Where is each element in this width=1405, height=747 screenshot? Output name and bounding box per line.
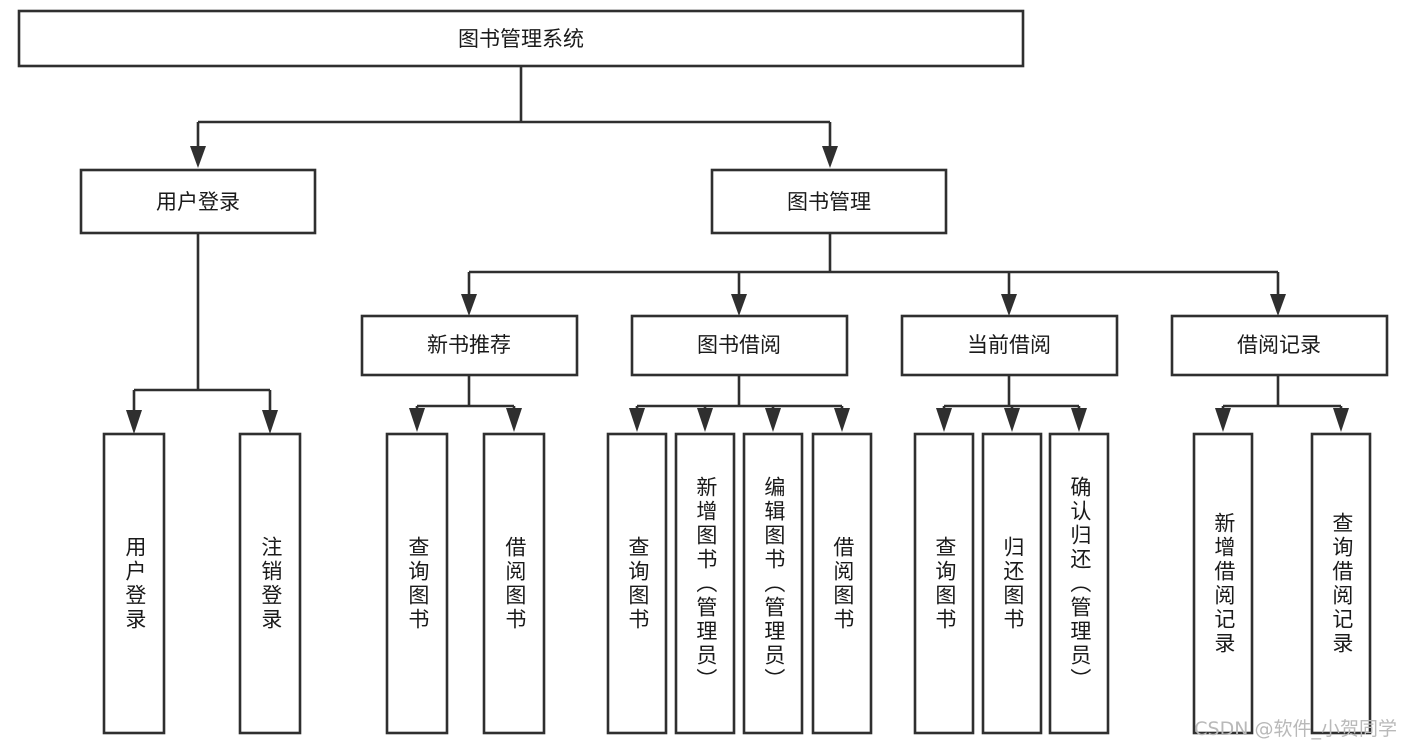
connector-group-new-book xyxy=(409,375,522,432)
node-root-label: 图书管理系统 xyxy=(458,27,584,51)
leaf-book-borrow-1[interactable] xyxy=(606,432,668,735)
leaf-new-book-1[interactable] xyxy=(385,432,449,735)
leaf-user-login-1[interactable] xyxy=(102,432,166,735)
arrow-head-ul-leaf-2 xyxy=(262,410,278,434)
node-book-borrow-label: 图书借阅 xyxy=(697,333,781,357)
node-new-book-recommend[interactable] xyxy=(360,314,579,377)
connector-group-book-borrow xyxy=(629,375,850,432)
node-new-book-recommend-label: 新书推荐 xyxy=(427,333,511,357)
leaf-book-borrow-2[interactable] xyxy=(674,432,736,735)
leaf-current-borrow-3[interactable] xyxy=(1048,432,1110,735)
leaf-current-borrow-2[interactable] xyxy=(981,432,1043,735)
leaf-book-borrow-4[interactable] xyxy=(811,432,873,735)
arrow-head-bb-leaf-2 xyxy=(697,408,713,432)
arrow-head-user-login xyxy=(190,146,206,168)
arrow-head-bb-leaf-4 xyxy=(834,408,850,432)
arrow-head-br-leaf-2 xyxy=(1333,408,1349,432)
node-book-manage[interactable] xyxy=(710,168,948,235)
leaf-borrow-records-2[interactable] xyxy=(1310,432,1372,735)
arrow-head-book-borrow xyxy=(731,294,747,316)
leaf-user-login-2[interactable] xyxy=(238,432,302,735)
watermark-text: CSDN @软件_小贺同学 xyxy=(1194,718,1397,740)
arrow-head-cb-leaf-1 xyxy=(936,408,952,432)
leaf-borrow-records-1[interactable] xyxy=(1192,432,1254,735)
node-book-manage-label: 图书管理 xyxy=(787,190,871,214)
arrow-head-nb-leaf-2 xyxy=(506,408,522,432)
node-current-borrow[interactable] xyxy=(900,314,1119,377)
connector-group-user-login xyxy=(126,233,278,434)
arrow-head-borrow-record xyxy=(1270,294,1286,316)
arrow-head-cb-leaf-2 xyxy=(1004,408,1020,432)
arrow-head-new-book xyxy=(461,294,477,316)
arrow-head-nb-leaf-1 xyxy=(409,408,425,432)
node-user-login[interactable] xyxy=(79,168,317,235)
arrow-head-bb-leaf-1 xyxy=(629,408,645,432)
node-borrow-records-label: 借阅记录 xyxy=(1237,333,1321,357)
arrow-head-bb-leaf-3 xyxy=(765,408,781,432)
arrow-head-ul-leaf-1 xyxy=(126,410,142,434)
node-book-borrow[interactable] xyxy=(630,314,849,377)
leaf-new-book-2[interactable] xyxy=(482,432,546,735)
connector-group-root xyxy=(190,66,838,168)
arrow-head-cb-leaf-3 xyxy=(1071,408,1087,432)
leaf-book-borrow-3[interactable] xyxy=(742,432,804,735)
arrow-head-book-manage xyxy=(822,146,838,168)
leaf-current-borrow-1[interactable] xyxy=(913,432,975,735)
node-current-borrow-label: 当前借阅 xyxy=(967,333,1051,357)
node-root[interactable] xyxy=(17,9,1025,68)
connector-group-current-borrow xyxy=(936,375,1087,432)
arrow-head-current-borrow xyxy=(1001,294,1017,316)
connector-group-borrow-records xyxy=(1215,375,1349,432)
node-borrow-records[interactable] xyxy=(1170,314,1389,377)
connector-group-book-manage xyxy=(461,233,1286,316)
arrow-head-br-leaf-1 xyxy=(1215,408,1231,432)
node-user-login-label: 用户登录 xyxy=(156,190,240,214)
